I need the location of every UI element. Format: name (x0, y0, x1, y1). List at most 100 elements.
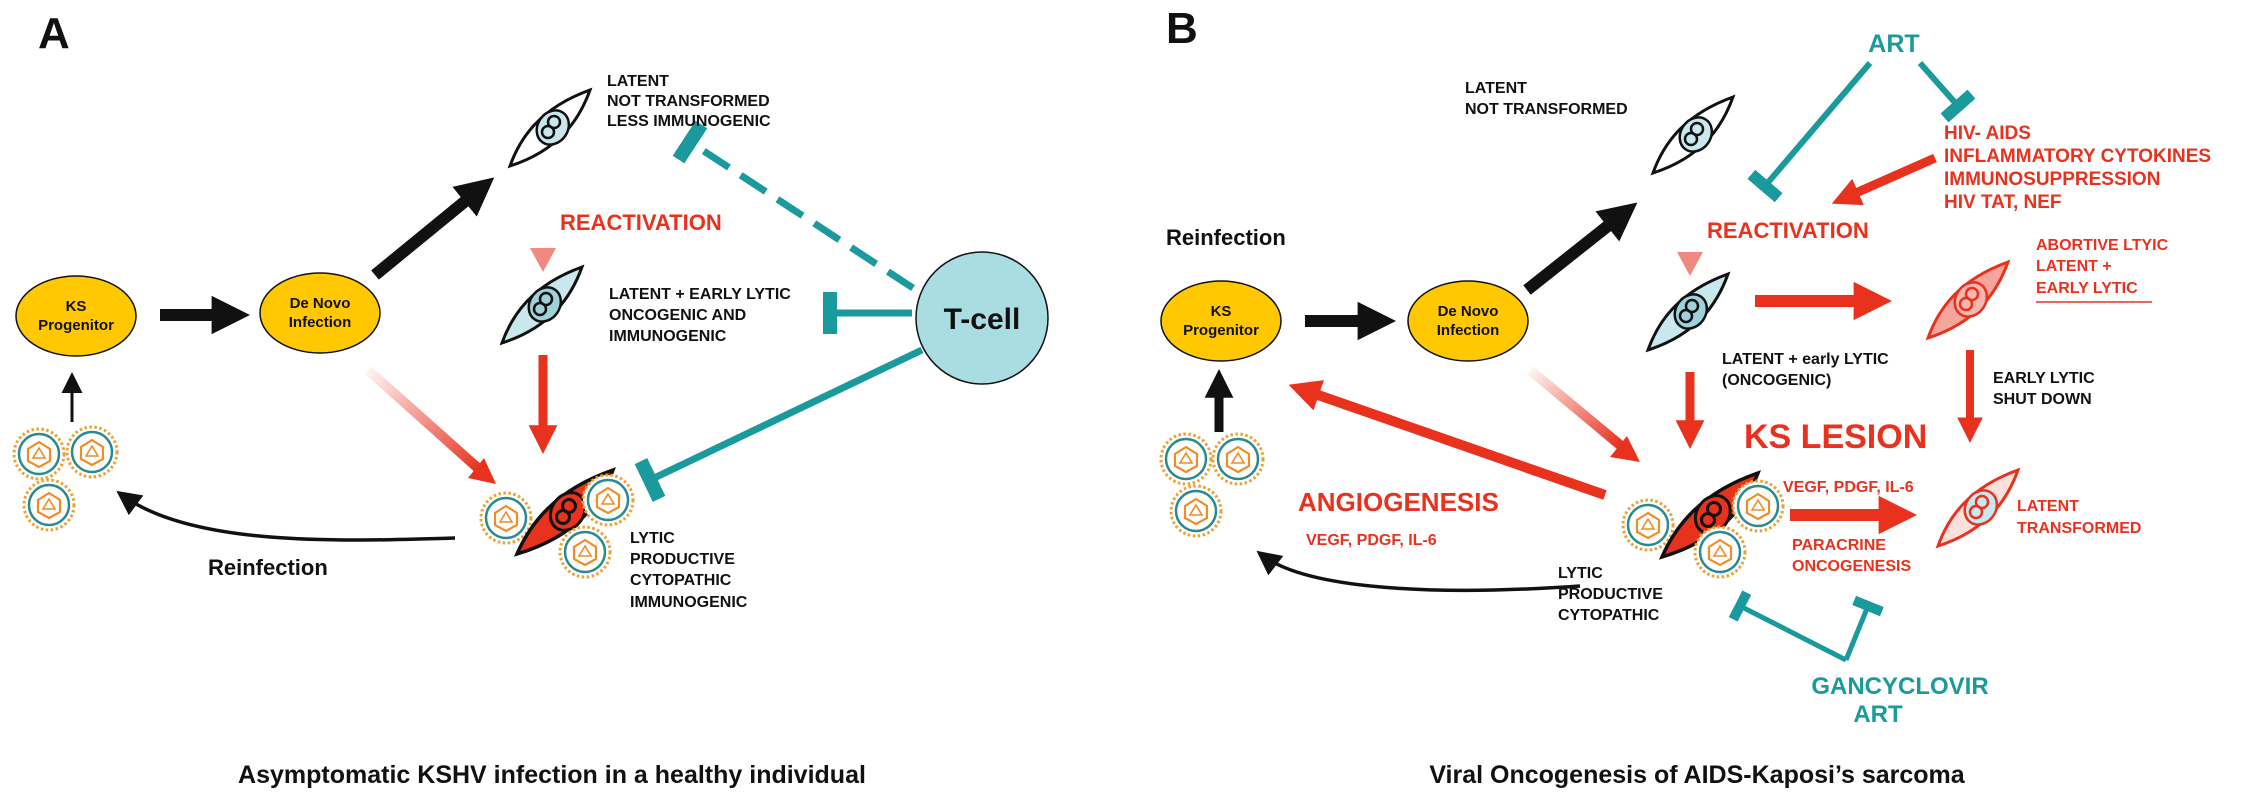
b-latent-line1: LATENT (1465, 80, 1527, 97)
b-arrow-reinfection (1256, 550, 1581, 592)
b-hiv-line2: INFLAMMATORY CYTOKINES (1944, 146, 2211, 167)
a-caption: Asymptomatic KSHV infection in a healthy… (238, 761, 866, 789)
b-latent-label: LATENT NOT TRANSFORMED (1465, 80, 1628, 118)
a-rv-1 (12, 427, 66, 481)
b-lytic-line2: PRODUCTIVE (1558, 586, 1663, 603)
a-reinfection-virions (12, 425, 119, 532)
b-rv-1 (1159, 432, 1213, 486)
b-inhibit-gancyclovir-paracrine (1843, 595, 1884, 661)
b-transformed-cell (1936, 468, 2020, 548)
b-angio-factors: VEGF, PDGF, IL-6 (1306, 532, 1437, 549)
a-arrow-denovo-lytic-head (468, 458, 496, 484)
a-ks-progenitor-ellipse (15, 275, 137, 357)
b-de-novo-line2: Infection (1437, 322, 1500, 339)
b-virion-1 (1621, 498, 1675, 552)
b-ks-progenitor-line2: Progenitor (1183, 322, 1259, 339)
b-hiv-factors: HIV- AIDS INFLAMMATORY CYTOKINES IMMUNOS… (1944, 123, 2211, 213)
b-arrow-hiv-reactivation (1831, 153, 1937, 206)
b-arrow-denovo-lytic-head (1610, 436, 1640, 462)
b-de-novo-line1: De Novo (1438, 303, 1499, 320)
b-transformed-line1: LATENT (2017, 498, 2079, 515)
b-virion-3 (1693, 525, 1747, 579)
b-abortive-line3: EARLY LYTIC (2036, 280, 2138, 297)
b-hiv-line4: HIV TAT, NEF (1944, 192, 2062, 213)
a-virion-1 (479, 491, 533, 545)
a-virion-3 (558, 525, 612, 579)
b-inhibit-gancyclovir-lytic (1728, 590, 1848, 663)
b-transformed-label: LATENT TRANSFORMED (2017, 498, 2141, 537)
a-arrow-denovo-lytic (364, 366, 484, 474)
a-latent-early-line2: ONCOGENIC AND (609, 307, 746, 324)
b-abortive-label: ABORTIVE LTYIC LATENT + EARLY LYTIC (2036, 237, 2169, 303)
b-ks-lesion-label: KS LESION (1744, 418, 1927, 456)
b-lytic-label: LYTIC PRODUCTIVE CYTOPATHIC (1558, 565, 1663, 624)
a-latent-label: LATENT NOT TRANSFORMED LESS IMMUNOGENIC (607, 73, 771, 130)
b-latent-early-line1: LATENT + early LYTIC (1722, 351, 1889, 368)
a-lytic-line3: CYTOPATHIC (630, 572, 732, 589)
a-de-novo-ellipse (259, 272, 381, 354)
panel-a-letter: A (38, 9, 70, 58)
panel-b-letter: B (1166, 4, 1198, 53)
b-latent-early-label: LATENT + early LYTIC (ONCOGENIC) (1722, 351, 1889, 389)
b-paracrine-factors: VEGF, PDGF, IL-6 (1783, 479, 1914, 496)
a-de-novo-line1: De Novo (290, 295, 351, 312)
b-inhibit-art-hiv (1917, 61, 1976, 123)
b-art-top: ART (1868, 30, 1919, 58)
b-arrow-denovo-lytic (1526, 366, 1624, 449)
b-lytic-line1: LYTIC (1558, 565, 1603, 582)
a-arrow-reactivation-head (530, 248, 556, 272)
a-lytic-label: LYTIC PRODUCTIVE CYTOPATHIC IMMUNOGENIC (630, 530, 748, 611)
b-shutdown-line2: SHUT DOWN (1993, 391, 2092, 408)
b-caption: Viral Oncogenesis of AIDS-Kaposi’s sarco… (1429, 761, 1965, 789)
b-rv-2 (1211, 432, 1265, 486)
b-latent-early-cell (1646, 272, 1730, 352)
b-angiogenesis-label: ANGIOGENESIS (1298, 487, 1499, 517)
a-latent-early-line1: LATENT + EARLY LYTIC (609, 286, 791, 303)
b-gancyclovir-line1: GANCYCLOVIR (1811, 673, 1988, 700)
b-abortive-cell (1926, 260, 2010, 340)
a-latent-early-label: LATENT + EARLY LYTIC ONCOGENIC AND IMMUN… (609, 286, 791, 345)
a-ks-progenitor-line1: KS (66, 298, 87, 315)
a-reactivation-label: REACTIVATION (560, 210, 722, 235)
a-lytic-cluster (479, 468, 635, 579)
b-shutdown-label: EARLY LYTIC SHUT DOWN (1993, 370, 2095, 408)
b-ks-progenitor-ellipse (1160, 280, 1282, 362)
b-arrow-denovo-latent (1523, 202, 1638, 295)
a-ks-progenitor: KS Progenitor (15, 275, 137, 357)
b-inhibit-art-reactivation (1747, 61, 1873, 203)
a-inhibit-lytic (634, 346, 924, 502)
a-rv-2 (65, 425, 119, 479)
b-gancyclovir-line2: ART (1853, 701, 1903, 728)
a-latent-early-line3: IMMUNOGENIC (609, 328, 727, 345)
a-latent-line3: LESS IMMUNOGENIC (607, 113, 771, 130)
b-latent-cell (1651, 95, 1735, 175)
b-ks-progenitor-line1: KS (1211, 303, 1232, 320)
a-rv-3 (22, 478, 76, 532)
b-paracrine-line1: PARACRINE (1792, 537, 1886, 554)
b-ks-progenitor: KS Progenitor (1160, 280, 1282, 362)
b-arrow-reactivation-head (1677, 252, 1703, 276)
b-paracrine-line2: ONCOGENESIS (1792, 558, 1911, 575)
b-hiv-line1: HIV- AIDS (1944, 123, 2031, 144)
b-lytic-cluster (1621, 471, 1785, 579)
a-latent-cell (508, 88, 592, 168)
a-t-cell: T-cell (915, 251, 1049, 385)
a-arrow-denovo-latent (371, 177, 495, 280)
a-de-novo: De Novo Infection (259, 272, 381, 354)
b-de-novo-ellipse (1407, 280, 1529, 362)
a-latent-line1: LATENT (607, 73, 669, 90)
a-lytic-line1: LYTIC (630, 530, 675, 547)
b-shutdown-line1: EARLY LYTIC (1993, 370, 2095, 387)
a-t-cell-label: T-cell (944, 303, 1021, 336)
b-rv-3 (1169, 484, 1223, 538)
panel-b: B ART HIV- AIDS INFLAMMATORY CYTOKINES I… (1159, 4, 2211, 789)
b-de-novo: De Novo Infection (1407, 280, 1529, 362)
a-lytic-line4: IMMUNOGENIC (630, 594, 748, 611)
b-hiv-line3: IMMUNOSUPPRESSION (1944, 169, 2160, 190)
panel-a: A KS Progenitor De Novo Infection REACTI… (12, 9, 1049, 789)
a-ks-progenitor-line2: Progenitor (38, 317, 114, 334)
a-reinfection-label: Reinfection (208, 555, 328, 580)
b-abortive-line2: LATENT + (2036, 258, 2112, 275)
b-transformed-line2: TRANSFORMED (2017, 520, 2141, 537)
